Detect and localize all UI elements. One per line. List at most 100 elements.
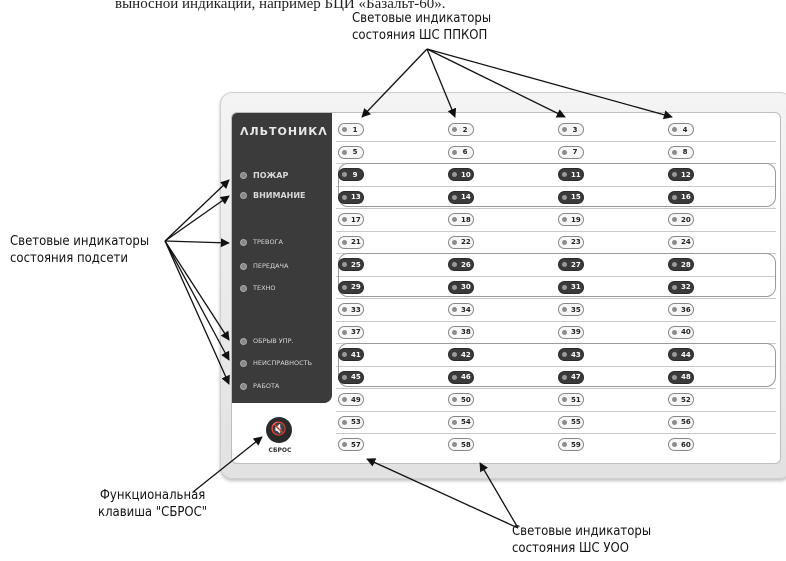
zone-indicator: 36 [668, 303, 694, 316]
status-label: ТЕХНО [253, 284, 276, 292]
zone-number: 41 [351, 350, 361, 359]
led-icon [562, 374, 567, 380]
zone-number: 49 [351, 395, 361, 404]
zone-indicator: 56 [668, 415, 694, 429]
zone-indicator: 59 [558, 438, 584, 451]
status-light: НЕИСПРАВНОСТЬ [240, 359, 312, 367]
led-icon [562, 149, 567, 155]
status-light: ПОЖАР [240, 171, 288, 180]
led-icon [452, 442, 457, 447]
status-light: ОБРЫВ УПР. [240, 337, 294, 345]
led-icon [452, 127, 457, 132]
led-icon [452, 352, 457, 357]
zone-number: 19 [571, 215, 581, 224]
zone-number: 13 [351, 193, 361, 201]
status-label: ВНИМАНИЕ [253, 191, 306, 200]
zone-indicator: 3 [558, 123, 584, 136]
zone-indicator: 21 [338, 235, 364, 249]
zone-number: 56 [681, 418, 691, 426]
group-band [338, 163, 776, 207]
zone-number: 36 [681, 305, 691, 314]
label-bottom-right-line1: Световые индикаторы [512, 524, 652, 539]
zone-number: 25 [351, 260, 361, 269]
zone-number: 50 [461, 395, 471, 404]
row-divider [336, 185, 776, 187]
zone-indicator: 46 [448, 370, 474, 384]
zone-indicator: 20 [668, 213, 694, 226]
zone-indicator: 22 [448, 235, 474, 249]
zone-indicator: 10 [448, 168, 474, 181]
led-icon [562, 419, 567, 425]
zone-number: 54 [461, 418, 471, 426]
status-led-icon [240, 238, 247, 246]
led-icon [342, 217, 347, 222]
zone-number: 30 [461, 283, 471, 291]
zone-indicator: 1 [338, 123, 364, 136]
led-icon [562, 397, 567, 402]
status-led-icon [240, 284, 247, 292]
label-bottom-left: Функциональная клавиша "СБРОС" [98, 487, 207, 521]
zone-indicator: 55 [558, 415, 584, 429]
zone-indicator: 51 [558, 393, 584, 406]
led-icon [562, 307, 567, 312]
zone-number: 46 [461, 373, 471, 381]
zone-number: 2 [462, 125, 468, 134]
zone-indicator: 30 [448, 280, 474, 294]
status-label: ПОЖАР [253, 171, 289, 180]
zone-number: 48 [681, 373, 691, 381]
zone-indicator: 52 [668, 393, 694, 406]
zone-indicator: 42 [448, 348, 474, 361]
led-icon [342, 127, 347, 132]
label-bottom-left-line1: Функциональная [99, 488, 206, 503]
zone-indicator: 34 [448, 303, 474, 316]
led-icon [342, 194, 347, 200]
led-icon [452, 284, 457, 290]
zone-indicator: 19 [558, 213, 584, 226]
zone-indicator: 2 [448, 123, 474, 136]
zone-indicator: 7 [558, 145, 584, 159]
zone-indicator: 54 [448, 415, 474, 429]
label-bottom-right: Световые индикаторы состояния ШС УОО [512, 523, 651, 557]
zone-indicator: 11 [558, 168, 584, 181]
led-icon [452, 419, 457, 425]
led-icon [342, 397, 347, 402]
zone-indicator: 53 [338, 415, 364, 429]
zone-number: 26 [461, 260, 471, 269]
zone-number: 51 [571, 395, 581, 404]
speaker-muted-icon: 🔇 [270, 422, 288, 437]
led-icon [672, 307, 677, 312]
zone-indicator: 8 [668, 145, 694, 159]
zone-indicator: 44 [668, 348, 694, 361]
led-icon [342, 374, 347, 380]
led-icon [342, 329, 347, 335]
zone-number: 35 [571, 305, 581, 314]
zone-indicator: 15 [558, 190, 584, 204]
zone-number: 34 [461, 305, 471, 314]
zone-number: 10 [461, 170, 471, 179]
led-icon [672, 442, 677, 447]
reset-button[interactable]: 🔇 [266, 417, 292, 443]
zone-indicator: 48 [668, 370, 694, 384]
label-left-line2: состояния подсети [10, 251, 128, 266]
zone-indicator: 29 [338, 280, 364, 294]
status-led-icon [240, 192, 247, 199]
zone-indicator: 4 [668, 123, 694, 136]
zone-number: 57 [351, 440, 361, 449]
row-divider [336, 275, 776, 277]
row-divider [336, 208, 776, 209]
zone-indicator: 13 [338, 190, 364, 204]
led-icon [672, 239, 677, 245]
zone-indicator: 35 [558, 303, 584, 316]
label-top-line2: состояния ШС ППКОП [352, 28, 488, 43]
zone-number: 9 [352, 170, 358, 179]
zone-indicator: 25 [338, 258, 364, 271]
zone-indicator: 32 [668, 280, 694, 294]
label-top-line1: Световые индикаторы [352, 11, 492, 26]
zone-number: 42 [461, 350, 471, 359]
zone-number: 29 [351, 283, 361, 291]
zone-indicator: 38 [448, 325, 474, 339]
zone-indicator: 28 [668, 258, 694, 271]
led-icon [452, 239, 457, 245]
zone-number: 44 [681, 350, 691, 359]
